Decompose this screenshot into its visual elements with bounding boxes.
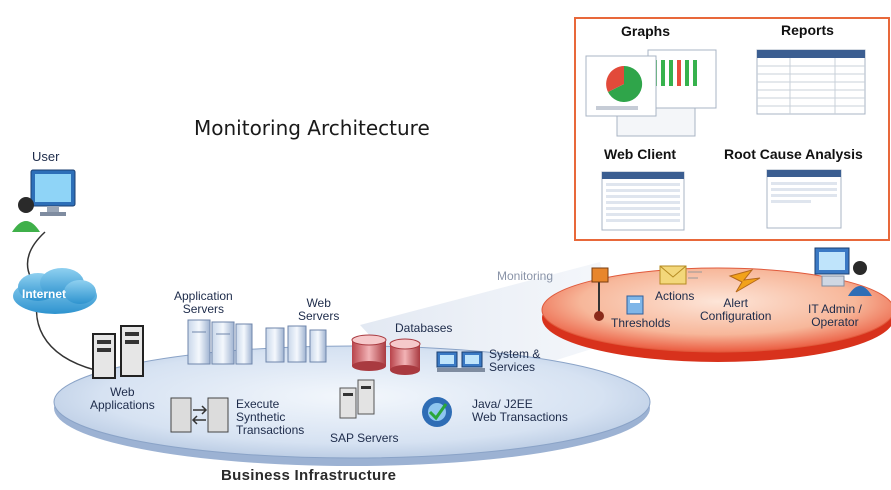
graphs-label: Graphs: [621, 23, 671, 39]
web-servers-icon: [265, 325, 327, 363]
application-servers-icon: [187, 319, 253, 365]
thresholds-icon: [626, 295, 644, 315]
rca-label: Root Cause Analysis: [724, 146, 863, 162]
web-servers-label: Web Servers: [298, 296, 340, 323]
monitoring-probe-icon: [591, 267, 609, 321]
internet-label: Internet: [22, 287, 67, 301]
web-applications-label: Web Applications: [90, 385, 155, 412]
rca-thumbnail: [766, 169, 842, 229]
web-client-label: Web Client: [604, 146, 677, 162]
internet-cloud-icon: [13, 268, 97, 314]
monitoring-disc: [541, 267, 891, 353]
j2ee-label: Java/ J2EE Web Transactions: [472, 397, 568, 424]
synthetic-transactions-icon: [170, 397, 229, 433]
system-services-label: System & Services: [489, 347, 541, 374]
databases-icon: [351, 334, 421, 375]
actions-label: Actions: [655, 289, 695, 303]
diagram-title: Monitoring Architecture: [194, 116, 430, 140]
j2ee-gear-icon: [422, 397, 452, 427]
alert-lightning-icon: [728, 269, 761, 293]
reports-thumbnail: [756, 49, 866, 115]
user-icon: [12, 169, 76, 232]
databases-label: Databases: [395, 321, 453, 335]
user-label: User: [32, 149, 60, 164]
actions-envelope-icon: [659, 265, 702, 285]
sap-servers-icon: [339, 379, 375, 419]
application-servers-label: Application Servers: [174, 289, 233, 316]
alert-configuration-label: Alert Configuration: [700, 296, 772, 323]
business-infrastructure-label: Business Infrastructure: [221, 467, 397, 484]
graphs-thumbnail: [585, 49, 717, 137]
web-applications-icon: [92, 325, 144, 379]
reports-label: Reports: [781, 22, 834, 38]
sap-servers-label: SAP Servers: [330, 431, 399, 445]
synthetic-transactions-label: Execute Synthetic Transactions: [236, 397, 305, 437]
it-admin-icon: [814, 247, 872, 296]
thresholds-label: Thresholds: [611, 316, 671, 330]
web-client-thumbnail: [601, 171, 685, 231]
monitoring-label: Monitoring: [497, 269, 554, 283]
system-services-icon: [436, 351, 485, 372]
it-admin-label: IT Admin / Operator: [808, 302, 862, 329]
